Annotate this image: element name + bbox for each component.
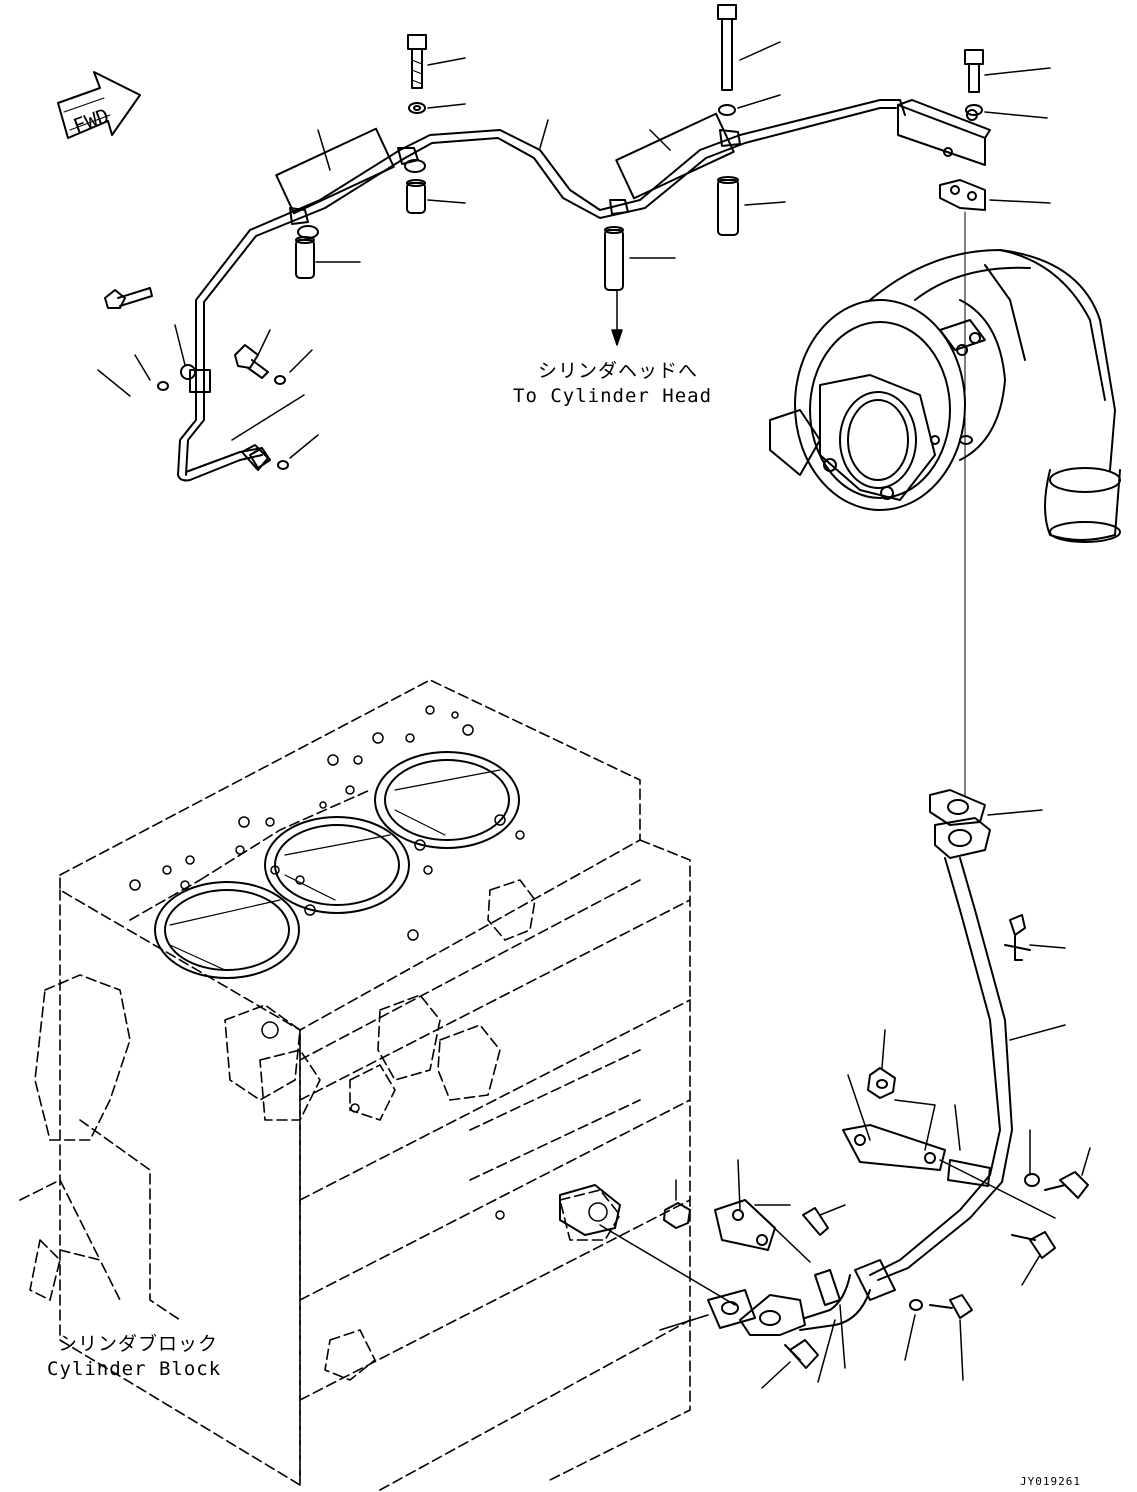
- oil-supply-pipe: [177, 99, 991, 482]
- block-gasket: [559, 1184, 621, 1236]
- fwd-label: FWD: [70, 103, 112, 138]
- leader-lines-upper: [97, 41, 1051, 459]
- oil-drain-pipe: [663, 789, 1089, 1369]
- cylinder-head-label-jp: シリンダヘッドへ: [538, 360, 699, 382]
- cylinder-block-label-en: Cylinder Block: [47, 1358, 222, 1380]
- drawing-code: JY019261: [1020, 1475, 1081, 1488]
- leader-lines-lower: [599, 809, 1091, 1389]
- turbocharger: [769, 249, 1121, 543]
- fwd-arrow-icon: FWD: [57, 71, 141, 139]
- deck-holes: [129, 705, 608, 1222]
- cylinder-head-label-en: To Cylinder Head: [513, 385, 713, 407]
- cylinder-block: [19, 679, 691, 1491]
- cylinder-bores: [154, 751, 520, 979]
- cylinder-block-label-jp: シリンダブロック: [58, 1333, 219, 1355]
- upper-fasteners: [104, 4, 986, 471]
